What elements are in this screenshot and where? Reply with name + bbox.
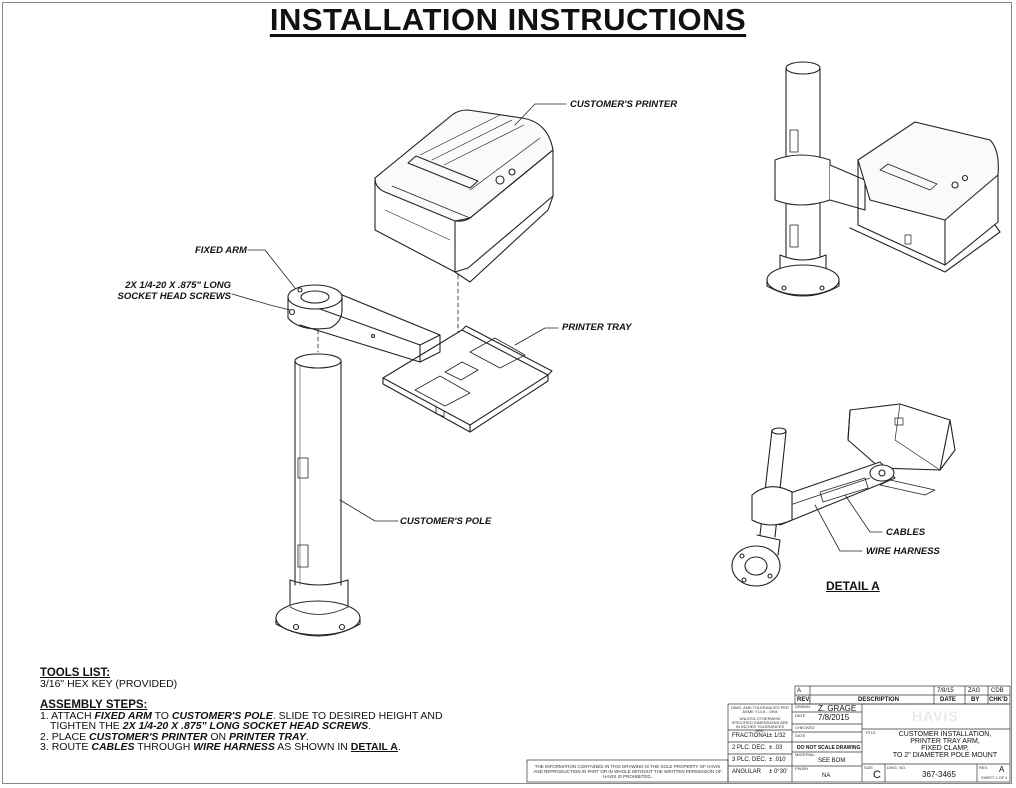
step-text: TIGHTEN THE [50,720,123,732]
size-value: C [873,769,881,781]
three-plc-label: 3 PLC. DEC. [732,757,767,763]
step-text: ATTACH [51,709,95,722]
step-emphasis: 2X 1/4-20 X .875" LONG SOCKET HEAD SCREW… [122,720,369,732]
step-text: PLACE [51,730,90,743]
rev-letter: A [797,688,802,694]
step-text: . [305,730,309,743]
callout-cables: CABLES [886,527,926,538]
tools-list-item: 3/16" HEX KEY (PROVIDED) [40,677,178,690]
step-emphasis: FIXED ARM [94,709,152,722]
angular-label: ANGULAR [732,769,762,775]
step-emphasis: CABLES [91,741,135,753]
date2-label: DATE [795,733,806,738]
fractional-label: FRACTIONAL [732,733,771,739]
step-emphasis: PRINTER TRAY [229,730,306,743]
step-text: . [368,720,372,732]
chkd-head: CHK'D [989,697,1008,703]
description-head: DESCRIPTION [858,697,900,703]
material-value: SEE BOM [818,758,846,764]
callout-screws-line2: SOCKET HEAD SCREWS [117,291,231,302]
step-emphasis: CUSTOMER'S PRINTER [89,730,208,743]
size-label: SIZE [864,765,873,770]
date-value: 7/8/2015 [818,713,850,722]
disclaimer-text: THE INFORMATION CONTAINED IN THIS DRAWIN… [533,764,722,779]
step-number: 3. [40,741,49,753]
by-head: BY [971,697,980,703]
step-text: . [397,741,401,753]
tools-list-heading: TOOLS LIST: [40,667,111,679]
assembly-steps-heading: ASSEMBLY STEPS: [40,699,148,711]
detail-a-reference: DETAIL A [350,741,398,753]
assembly-step-3: 3. ROUTE CABLES THROUGH WIRE HARNESS AS … [40,742,443,753]
two-plc-label: 2 PLC. DEC. [732,745,767,751]
step-emphasis: WIRE HARNESS [193,741,275,753]
drawn-value: Z. GRAGE [818,704,857,713]
step-emphasis: CUSTOMER'S POLE [171,709,273,722]
assembly-step-2: 2. PLACE CUSTOMER'S PRINTER ON PRINTER T… [40,730,443,743]
rev-head: REV. [797,697,811,703]
two-plc-value: ± .03 [769,745,783,751]
fractional-value: ± 1/32 [769,733,786,739]
date-label: DATE [795,713,806,718]
sheet-number: SHEET 1 OF 1 [981,775,1008,780]
checked-label: CHECKED [795,725,815,730]
tools-list: TOOLS LIST: 3/16" HEX KEY (PROVIDED) [40,668,177,689]
pole-illustration [275,353,361,637]
detail-a-label: DETAIL A [826,579,880,593]
step-text: AS SHOWN IN [274,741,351,753]
detail-a-illustration [731,403,956,587]
drawing-title: CUSTOMER INSTALLATION, PRINTER TRAY ARM,… [880,731,1010,759]
angular-value: ± 0°30' [769,769,788,775]
assembly-step-1: 1. ATTACH FIXED ARM TO CUSTOMER'S POLE. … [40,709,443,722]
rev-chkd: CDB [991,688,1004,694]
drawing-title-line: FIXED CLAMP, [921,745,969,752]
dims-note: DIMS. AND TOLERANCES PER ASME Y14.5 - 19… [731,705,789,714]
havis-logo: HAVIS [912,708,959,724]
rev-date: 7/8/15 [937,688,954,694]
assembly-steps: ASSEMBLY STEPS: 1. ATTACH FIXED ARM TO C… [40,700,443,753]
callout-customers-printer: CUSTOMER'S PRINTER [570,99,678,110]
rev2-label: REV. [979,765,988,770]
callout-customers-pole: CUSTOMER'S POLE [400,516,492,527]
step-number: 2. [40,730,49,743]
step-text: THROUGH [134,741,194,753]
page-title: INSTALLATION INSTRUCTIONS [269,2,747,37]
assembly-step-1-continued: TIGHTEN THE 2X 1/4-20 X .875" LONG SOCKE… [40,721,443,732]
drawing-title-line: PRINTER TRAY ARM, [910,738,980,745]
step-text: . SLIDE TO DESIRED HEIGHT AND [272,709,443,722]
title-label: TITLE [865,730,876,735]
printer-illustration [374,109,554,418]
callout-screws-line1: 2X 1/4-20 X .875" LONG [125,280,231,291]
dwg-value: 367-3465 [922,770,956,779]
printer-tray-illustration [382,325,553,433]
finish-value: NA [822,773,831,779]
callout-printer-tray: PRINTER TRAY [562,322,632,333]
step-number: 1. [40,709,49,722]
step-text: TO [151,709,172,722]
drawn-label: DRAWN [795,704,810,709]
step-text: ON [207,730,230,743]
date-head: DATE [940,697,956,703]
fixed-arm-illustration [287,284,441,363]
unless-note: UNLESS OTHERWISE SPECIFIED DIMENSIONS AR… [731,716,789,733]
three-plc-value: ± .010 [769,757,786,763]
drawing-title-line: TO 2" DIAMETER POLE MOUNT [892,752,998,759]
callout-wire-harness: WIRE HARNESS [866,546,940,557]
material-label: MATERIAL [795,752,815,757]
rev2-value: A [999,765,1005,774]
rev-by: ZAG [968,688,981,694]
step-text: ROUTE [51,741,92,753]
drawing-title-line: CUSTOMER INSTALLATION, [898,731,992,738]
finish-label: FINISH [795,766,809,771]
do-not-scale: DO NOT SCALE DRAWING [797,745,861,751]
assembled-view-illustration [766,61,1001,297]
dwg-label: DWG. NO. [887,765,907,770]
callout-fixed-arm: FIXED ARM [195,245,247,256]
